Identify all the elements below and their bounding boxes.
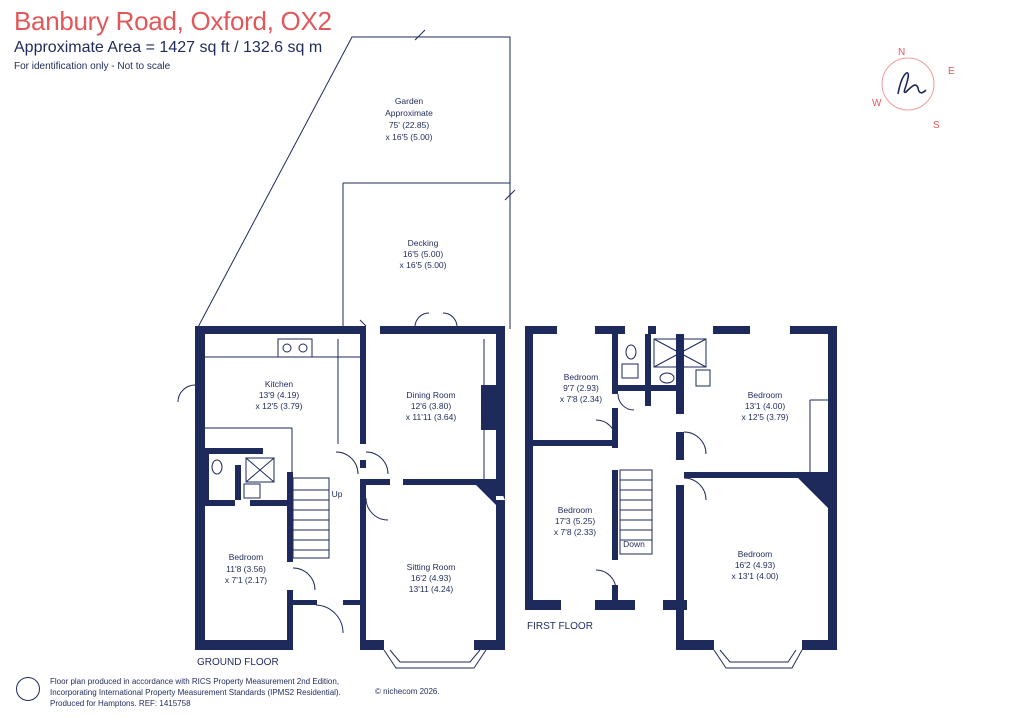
room-ff-bedroom-4: Bedroom 16'2 (4.93) x 13'1 (4.00) bbox=[732, 549, 779, 581]
footer-line-3: Produced for Hamptons. REF: 1415758 bbox=[50, 699, 191, 708]
kitchen-dim1: 13'9 (4.19) bbox=[259, 390, 300, 400]
property-title: Banbury Road, Oxford, OX2 bbox=[14, 6, 332, 36]
footer: Floor plan produced in accordance with R… bbox=[50, 676, 341, 709]
decking-dim2: x 16'5 (5.00) bbox=[400, 260, 447, 270]
ground-floor-walls bbox=[195, 326, 505, 650]
ff-bed3-dim1: 17'3 (5.25) bbox=[555, 516, 596, 526]
garden-sub: Approximate bbox=[385, 108, 433, 118]
up-label: Up bbox=[332, 489, 343, 499]
footer-line-2: Incorporating International Property Mea… bbox=[50, 688, 341, 697]
compass-logo: N E S W bbox=[872, 47, 955, 131]
compass-w: W bbox=[872, 98, 882, 109]
down-label: Down bbox=[623, 539, 645, 549]
decking-dim1: 16'5 (5.00) bbox=[403, 249, 444, 259]
room-decking: Decking 16'5 (5.00) x 16'5 (5.00) bbox=[400, 238, 447, 270]
ff-bed4-dim1: 16'2 (4.93) bbox=[735, 560, 776, 570]
room-gf-bedroom: Bedroom 11'8 (3.56) x 7'1 (2.17) bbox=[225, 552, 267, 585]
kitchen-name: Kitchen bbox=[265, 379, 294, 389]
ff-bed1-name: Bedroom bbox=[564, 372, 599, 382]
header: Banbury Road, Oxford, OX2 Approximate Ar… bbox=[14, 6, 332, 72]
garden-dim2: x 16'5 (5.00) bbox=[386, 132, 433, 142]
sitting-dim2: 13'11 (4.24) bbox=[409, 584, 454, 594]
ff-bed2-dim2: x 12'5 (3.79) bbox=[742, 412, 789, 422]
gf-bedroom-dim1: 11'8 (3.56) bbox=[226, 564, 266, 574]
compass-n: N bbox=[898, 47, 905, 58]
dining-dim2: x 11'11 (3.64) bbox=[406, 412, 457, 422]
compass-s: S bbox=[933, 120, 940, 131]
ff-bed4-name: Bedroom bbox=[738, 549, 773, 559]
room-kitchen: Kitchen 13'9 (4.19) x 12'5 (3.79) bbox=[256, 379, 303, 411]
garden-dim1: 75' (22.85) bbox=[389, 120, 430, 130]
dining-dim1: 12'6 (3.80) bbox=[411, 401, 452, 411]
sitting-name: Sitting Room bbox=[407, 562, 456, 572]
gf-bedroom-name: Bedroom bbox=[229, 552, 264, 562]
info-icon bbox=[16, 677, 40, 701]
disclaimer: For identification only - Not to scale bbox=[14, 61, 171, 72]
garden-name: Garden bbox=[395, 96, 424, 106]
kitchen-dim2: x 12'5 (3.79) bbox=[256, 401, 303, 411]
first-floor-fixtures bbox=[595, 338, 828, 669]
compass-e: E bbox=[948, 66, 955, 77]
room-ff-bedroom-3: Bedroom 17'3 (5.25) x 7'8 (2.33) bbox=[554, 505, 596, 537]
first-floor-label: FIRST FLOOR bbox=[527, 621, 593, 632]
ff-bed3-dim2: x 7'8 (2.33) bbox=[554, 527, 596, 537]
area-label: Approximate Area = 1427 sq ft / 132.6 sq… bbox=[14, 39, 323, 56]
room-dining: Dining Room 12'6 (3.80) x 11'11 (3.64) bbox=[406, 390, 457, 422]
footer-line-1: Floor plan produced in accordance with R… bbox=[50, 677, 340, 686]
sitting-dim1: 16'2 (4.93) bbox=[411, 573, 452, 583]
ff-bed1-dim2: x 7'8 (2.34) bbox=[560, 394, 602, 404]
ff-bed2-name: Bedroom bbox=[748, 390, 783, 400]
dining-name: Dining Room bbox=[406, 390, 455, 400]
ground-floor-label: GROUND FLOOR bbox=[197, 657, 279, 668]
ff-bed2-dim1: 13'1 (4.00) bbox=[745, 401, 786, 411]
ground-floor-fixtures bbox=[177, 312, 487, 669]
first-floor-walls bbox=[525, 326, 837, 650]
decking-name: Decking bbox=[408, 238, 439, 248]
copyright: © nichecom 2026. bbox=[375, 687, 440, 696]
ff-bed4-dim2: x 13'1 (4.00) bbox=[732, 571, 779, 581]
room-garden: Garden Approximate 75' (22.85) x 16'5 (5… bbox=[385, 96, 433, 142]
room-ff-bedroom-1: Bedroom 9'7 (2.93) x 7'8 (2.34) bbox=[560, 372, 602, 404]
garden-outline bbox=[196, 29, 516, 330]
room-ff-bedroom-2: Bedroom 13'1 (4.00) x 12'5 (3.79) bbox=[742, 390, 789, 422]
ff-bed1-dim1: 9'7 (2.93) bbox=[563, 383, 599, 393]
gf-bedroom-dim2: x 7'1 (2.17) bbox=[225, 575, 267, 585]
ff-bed3-name: Bedroom bbox=[558, 505, 593, 515]
room-sitting: Sitting Room 16'2 (4.93) 13'11 (4.24) bbox=[407, 562, 456, 594]
